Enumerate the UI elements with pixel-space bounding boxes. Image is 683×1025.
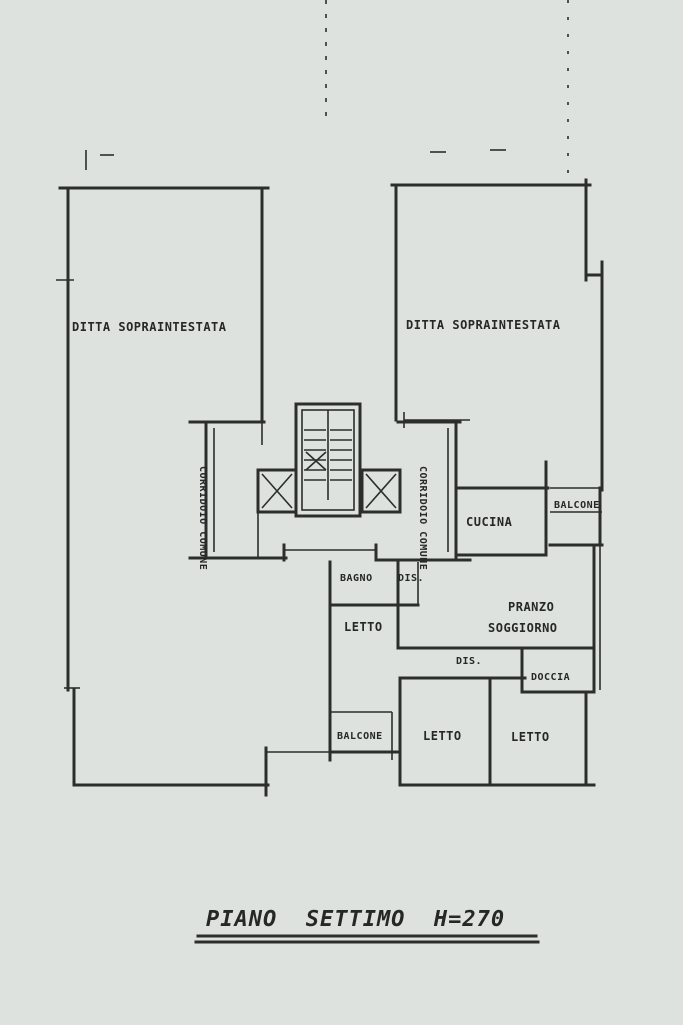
room-labels: DITTA SOPRAINTESTATA DITTA SOPRAINTESTAT…: [72, 318, 600, 744]
label-ditta-left: DITTA SOPRAINTESTATA: [72, 320, 227, 334]
label-dis-1: DIS.: [398, 573, 424, 584]
right-unit-walls: [390, 178, 604, 492]
label-letto-2: LETTO: [423, 729, 462, 743]
label-dis-2: DIS.: [456, 656, 482, 667]
label-pranzo: PRANZO: [508, 600, 554, 614]
corridor-left: [188, 420, 288, 560]
label-letto-1: LETTO: [344, 620, 383, 634]
edge-marks: [85, 0, 569, 180]
label-soggiorno: SOGGIORNO: [488, 621, 558, 635]
plan-title-group: PIANO SETTIMO H=270: [194, 907, 540, 944]
label-corridoio-right: CORRIDOIO COMUNE: [417, 466, 428, 570]
label-doccia: DOCCIA: [531, 672, 570, 683]
plan-title: PIANO SETTIMO H=270: [206, 907, 505, 932]
label-cucina: CUCINA: [466, 515, 513, 529]
apartment-walls: [328, 460, 604, 787]
label-bagno: BAGNO: [340, 573, 373, 584]
label-letto-3: LETTO: [511, 730, 550, 744]
label-ditta-right: DITTA SOPRAINTESTATA: [406, 318, 561, 332]
label-balcone-bottom: BALCONE: [337, 731, 383, 742]
stair-core: [256, 402, 402, 562]
left-unit-walls: [56, 186, 330, 797]
corridor-right: [374, 420, 472, 562]
label-corridoio-left: CORRIDOIO COMUNE: [197, 466, 208, 570]
label-balcone-top: BALCONE: [554, 500, 600, 511]
